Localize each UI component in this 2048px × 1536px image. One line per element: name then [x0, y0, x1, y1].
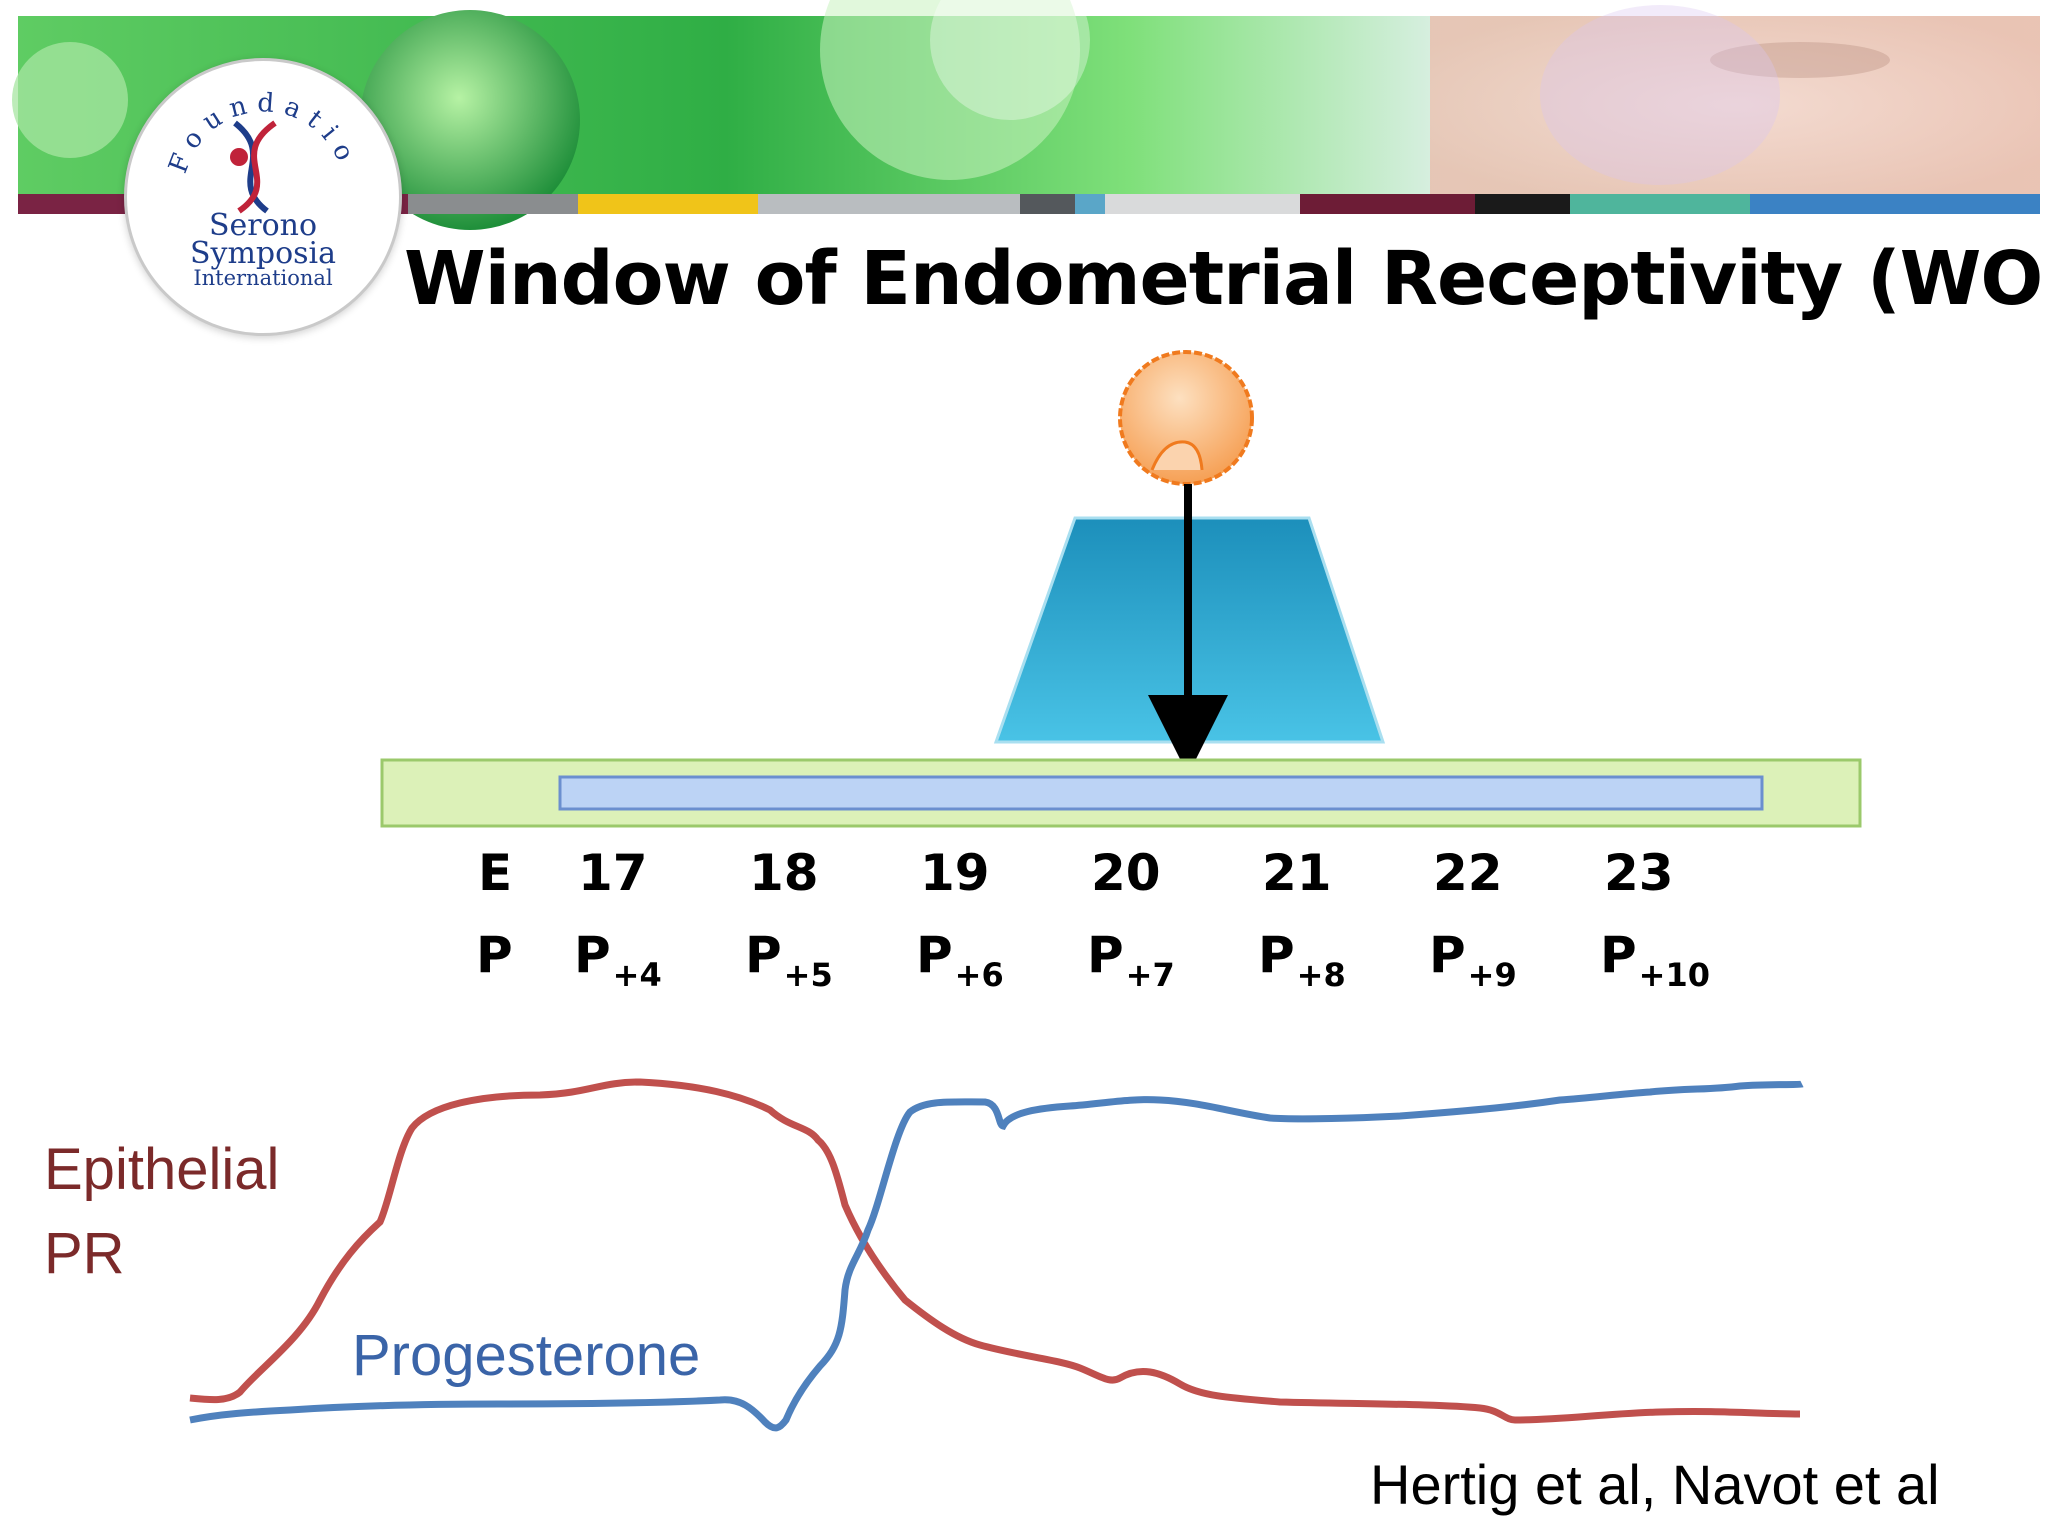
day-label-p-sub-2: +6: [955, 956, 1004, 994]
day-label-e-1: 18: [749, 844, 819, 902]
slide-title: Window of Endometrial Receptivity (WOI): [404, 236, 2048, 322]
day-label-p-3: P+7: [1087, 926, 1175, 994]
day-label-e-5: 22: [1433, 844, 1503, 902]
day-label-e-2: 19: [920, 844, 990, 902]
epithelial-label-line2: PR: [44, 1221, 125, 1286]
day-label-p-sub-6: +10: [1639, 956, 1710, 994]
inner-phase-bar: [558, 775, 1764, 811]
logo-text-international: International: [193, 266, 333, 290]
day-label-p-5: P+9: [1429, 926, 1517, 994]
day-label-p-2: P+6: [916, 926, 1004, 994]
day-label-p-4: P+8: [1258, 926, 1346, 994]
epithelial-label-line1: Epithelial: [44, 1137, 280, 1202]
progesterone-label: Progesterone: [352, 1323, 701, 1388]
day-label-p-1: P+5: [745, 926, 833, 994]
day-label-p-main-5: P: [1429, 926, 1466, 984]
day-label-p-sub-3: +7: [1126, 956, 1175, 994]
embryo-icon: [1118, 350, 1254, 486]
logo-text-symposia: Symposia: [189, 236, 337, 271]
row-label-e: E: [478, 844, 512, 902]
day-label-e-0: 17: [578, 844, 648, 902]
day-label-p-main-2: P: [916, 926, 953, 984]
logo-text-serono: Serono: [208, 208, 318, 243]
day-label-p-0: P+4: [574, 926, 662, 994]
day-label-e-6: 23: [1604, 844, 1674, 902]
day-label-p-6: P+10: [1600, 926, 1710, 994]
receptor-curves: [189, 1078, 1804, 1432]
day-label-e-4: 21: [1262, 844, 1332, 902]
day-label-e-3: 20: [1091, 844, 1161, 902]
dna-icon: Foundation: [127, 61, 354, 214]
day-label-p-sub-4: +8: [1297, 956, 1346, 994]
foundation-logo: Foundation Serono Symposia International: [124, 58, 402, 336]
header-banner: [12, 0, 2040, 230]
day-label-p-sub-0: +4: [613, 956, 662, 994]
day-label-p-main-4: P: [1258, 926, 1295, 984]
epithelial-pr-curve: [189, 1078, 1801, 1424]
day-label-p-sub-5: +9: [1468, 956, 1517, 994]
day-label-p-main-6: P: [1600, 926, 1637, 984]
citation-text: Hertig et al, Navot et al: [1370, 1453, 1940, 1516]
day-label-p-main-1: P: [745, 926, 782, 984]
epithelial-pr-label: Epithelial PR: [44, 1128, 279, 1296]
day-label-p-main-3: P: [1087, 926, 1124, 984]
day-label-p-main-0: P: [574, 926, 611, 984]
day-label-p-sub-1: +5: [784, 956, 833, 994]
row-label-p: P: [476, 926, 513, 984]
progesterone-curve: [189, 1080, 1804, 1432]
